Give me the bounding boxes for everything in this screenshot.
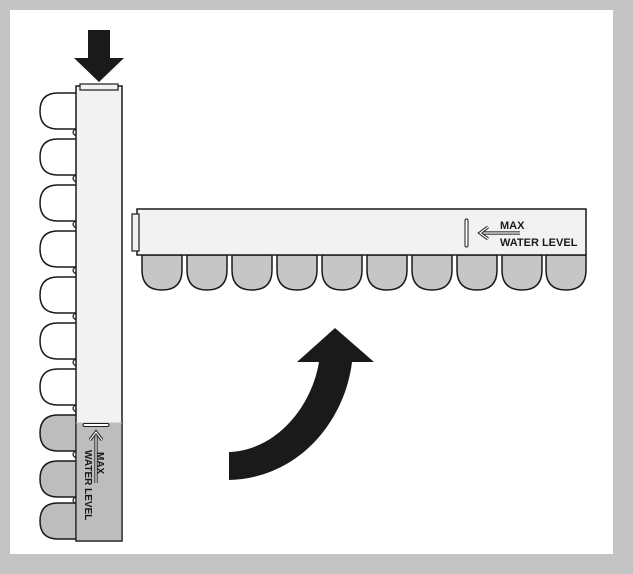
horizontal-cup [411,254,453,291]
vertical-cup [39,230,77,268]
horizontal-cup [141,254,183,291]
vertical-cup [39,414,77,452]
vertical-water-level-label: WATER LEVEL [82,450,93,521]
vertical-tray-cups [39,92,77,540]
horizontal-cup [545,254,587,291]
horizontal-cup [231,254,273,291]
vertical-cup-divider [72,404,77,413]
vertical-cup-divider [72,358,77,367]
horizontal-max-level-mark [464,218,469,248]
vertical-cup [39,184,77,222]
vertical-tray-water [76,423,122,541]
horizontal-max-label: MAX [500,220,525,232]
max-level-arrow-icon [477,225,520,241]
vertical-cup [39,138,77,176]
horizontal-cup [366,254,408,291]
vertical-cup [39,92,77,130]
horizontal-tray-cap [131,213,140,252]
horizontal-cup [456,254,498,291]
horizontal-cup [276,254,318,291]
vertical-cup-divider [72,266,77,275]
horizontal-cup [321,254,363,291]
horizontal-water-level-label: WATER LEVEL [500,237,578,249]
vertical-cup-divider [72,450,77,459]
vertical-cup-divider [72,128,77,137]
vertical-max-water-level-label: MAX WATER LEVEL [82,450,105,520]
vertical-cup [39,460,77,498]
max-level-arrow-icon [88,429,104,483]
vertical-cup [39,276,77,314]
vertical-ice-tray [39,83,123,542]
vertical-tray-cap [79,83,119,91]
vertical-cup [39,322,77,360]
horizontal-cup [501,254,543,291]
vertical-cup-divider [72,174,77,183]
vertical-max-label: MAX [94,452,105,475]
vertical-cup-divider [72,312,77,321]
vertical-max-level-mark [82,423,110,427]
vertical-cup [39,368,77,406]
down-arrow-icon [74,30,124,82]
vertical-cup-divider [72,220,77,229]
horizontal-cup [186,254,228,291]
vertical-cup [39,502,77,540]
horizontal-tray-cups [141,254,587,291]
curved-arrow-icon [229,328,374,480]
horizontal-ice-tray [131,208,587,291]
